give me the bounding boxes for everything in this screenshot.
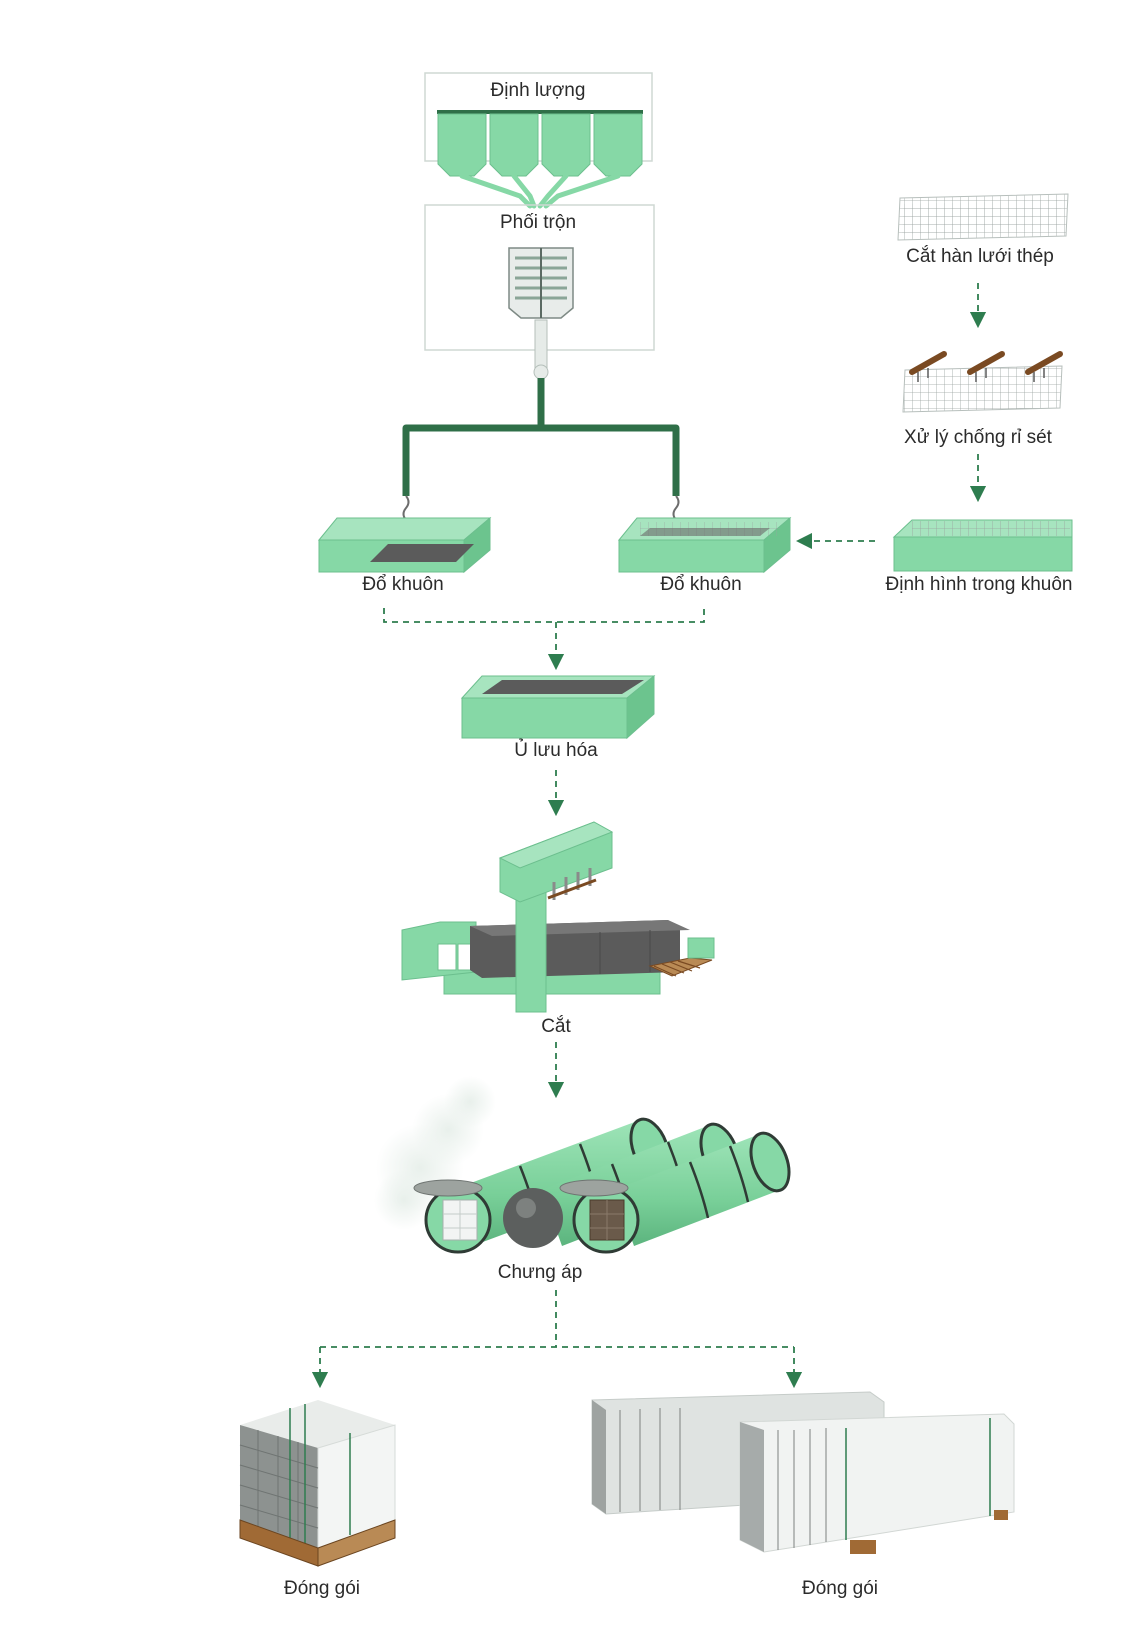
mold-with-mesh	[892, 519, 1073, 572]
packed-pallet-left	[239, 1400, 396, 1567]
label-pour-mold-left: Đổ khuôn	[362, 574, 444, 595]
curing-mold	[460, 674, 656, 740]
label-rust-treatment: Xử lý chống rỉ sét	[904, 427, 1052, 448]
feed-pipes	[402, 378, 680, 496]
label-mold-shaping: Định hình trong khuôn	[885, 574, 1073, 595]
packed-panels-right	[591, 1391, 1015, 1554]
rust-treatment-mesh	[902, 351, 1063, 413]
steel-mesh	[897, 193, 1069, 241]
pour-mold-left	[317, 516, 492, 574]
cutting-machine	[401, 821, 715, 1013]
label-curing: Ủ lưu hóa	[514, 740, 598, 761]
label-dosing: Định lượng	[490, 80, 586, 101]
dosing-silos	[424, 72, 653, 209]
mixer	[424, 204, 655, 380]
autoclaves	[374, 1076, 791, 1254]
label-mixing: Phối trộn	[499, 212, 577, 233]
label-autoclave: Chưng áp	[497, 1262, 583, 1283]
flow-arrows	[311, 283, 987, 1389]
label-cutting: Cắt	[541, 1016, 571, 1037]
label-pour-mold-right: Đổ khuôn	[660, 574, 742, 595]
label-packing-right: Đóng gói	[801, 1578, 879, 1599]
label-mesh-cut-weld: Cắt hàn lưới thép	[906, 246, 1054, 267]
pour-mold-right	[617, 516, 792, 574]
label-packing-left: Đóng gói	[283, 1578, 361, 1599]
